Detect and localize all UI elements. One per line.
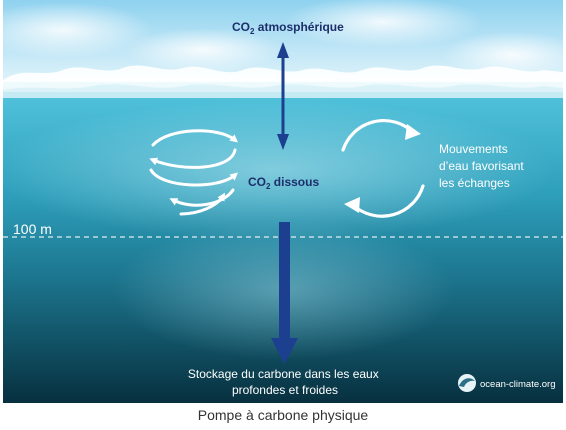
swirl-icon [149,129,239,216]
carbon-pump-diagram: 100 m CO2 atmosphérique CO2 dissous Mouv… [3,0,563,403]
co2-dissolved-label: CO2 dissous [248,175,319,191]
circulation-icon [341,118,425,218]
logo-text: ocean-climate.org [480,379,556,390]
ocean-climate-logo: ocean-climate.org [458,374,556,392]
depth-label: 100 m [13,221,52,237]
carbon-storage-arrow [271,222,298,364]
clouds [3,0,563,79]
figure-caption: Pompe à carbone physique [197,407,369,423]
co2-atmospheric-label: CO2 atmosphérique [232,20,344,36]
co2-exchange-arrow [277,42,289,150]
carbon-storage-label: Stockage du carbone dans les eaux profon… [188,367,382,397]
water-movements-label: Mouvements d’eau favorisant les échanges [439,142,527,190]
